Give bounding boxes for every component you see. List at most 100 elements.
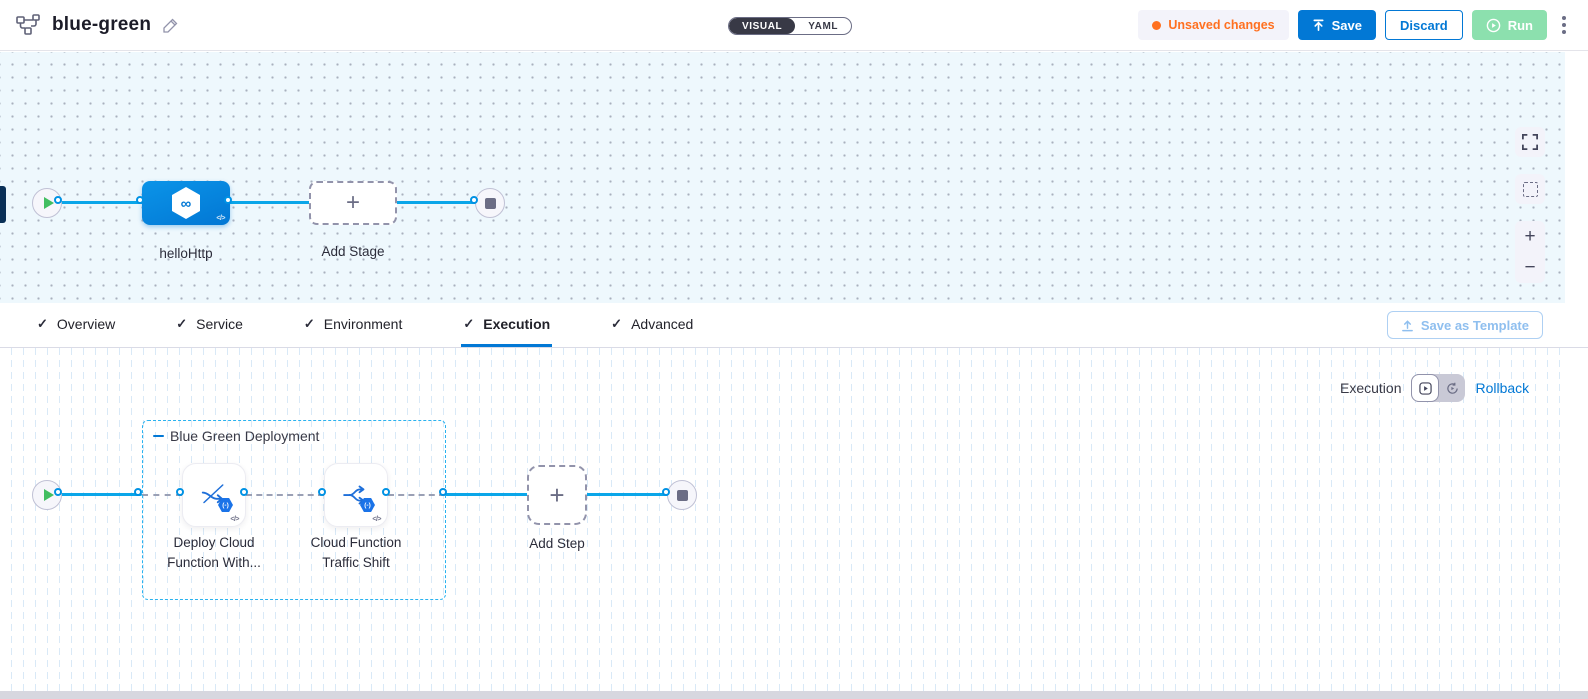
execution-mode-label: Execution bbox=[1340, 380, 1402, 396]
check-icon: ✓ bbox=[303, 315, 315, 331]
nav-collapse-strip[interactable] bbox=[0, 186, 6, 223]
save-as-template-label: Save as Template bbox=[1420, 317, 1529, 333]
save-button-label: Save bbox=[1331, 17, 1363, 33]
tab-label: Execution bbox=[483, 315, 551, 332]
step-deploy-cloud-function[interactable]: (-) </> bbox=[182, 463, 246, 527]
execution-rollback-switch[interactable] bbox=[1411, 374, 1466, 402]
run-button[interactable]: Run bbox=[1471, 10, 1547, 40]
zoom-in-button[interactable]: + bbox=[1524, 226, 1536, 247]
step-cloud-function-traffic-shift[interactable]: (-) </> bbox=[324, 463, 388, 527]
template-upload-icon bbox=[1401, 319, 1413, 331]
connector-port[interactable] bbox=[439, 488, 447, 496]
stage-connector-line bbox=[60, 201, 144, 204]
page-title: blue-green bbox=[52, 14, 152, 35]
svg-text:∞: ∞ bbox=[181, 196, 192, 213]
fullscreen-icon bbox=[1522, 134, 1538, 150]
tab-execution[interactable]: ✓ Execution bbox=[461, 303, 553, 347]
tab-overview[interactable]: ✓ Overview bbox=[35, 303, 117, 347]
start-play-icon bbox=[43, 197, 54, 209]
upload-arrow-icon bbox=[1313, 19, 1324, 31]
connector-port[interactable] bbox=[240, 488, 248, 496]
exec-connector-line bbox=[60, 493, 142, 496]
tab-environment[interactable]: ✓ Environment bbox=[302, 303, 405, 347]
save-button[interactable]: Save bbox=[1297, 10, 1377, 40]
zoom-out-button[interactable]: − bbox=[1524, 257, 1536, 278]
stop-square-icon bbox=[676, 489, 688, 501]
stage-config-tabbar: ✓ Overview ✓ Service ✓ Environment ✓ Exe… bbox=[0, 303, 1588, 348]
connector-port[interactable] bbox=[470, 196, 478, 204]
step-group-blue-green[interactable] bbox=[142, 420, 446, 600]
rollback-mode-icon[interactable] bbox=[1439, 382, 1465, 395]
connector-port[interactable] bbox=[54, 196, 62, 204]
tab-service[interactable]: ✓ Service bbox=[174, 303, 245, 347]
connector-port[interactable] bbox=[662, 488, 670, 496]
connector-port[interactable] bbox=[134, 488, 142, 496]
check-icon: ✓ bbox=[463, 315, 475, 331]
custom-stage-icon: ∞ bbox=[170, 186, 202, 220]
exec-dashed-line bbox=[246, 494, 324, 496]
unsaved-changes-label: Unsaved changes bbox=[1168, 18, 1275, 32]
edit-pipeline-name-icon[interactable] bbox=[163, 17, 179, 33]
zoom-controls[interactable]: + − bbox=[1515, 221, 1545, 283]
start-play-icon bbox=[43, 489, 54, 501]
save-as-template-button[interactable]: Save as Template bbox=[1386, 311, 1543, 339]
execution-end-node bbox=[667, 480, 697, 510]
check-icon: ✓ bbox=[611, 315, 623, 331]
tab-label: Advanced bbox=[631, 315, 694, 332]
step-group-header[interactable]: Blue Green Deployment bbox=[153, 428, 319, 444]
unsaved-changes-badge: Unsaved changes bbox=[1138, 10, 1289, 40]
add-step-button[interactable]: + bbox=[527, 465, 587, 525]
play-circle-icon bbox=[1486, 18, 1501, 32]
cloud-function-badge-icon: (-) bbox=[218, 498, 233, 512]
traffic-shift-icon bbox=[343, 485, 365, 505]
discard-button[interactable]: Discard bbox=[1385, 10, 1463, 40]
check-icon: ✓ bbox=[176, 315, 188, 331]
fullscreen-button[interactable] bbox=[1515, 127, 1545, 157]
add-stage-label: Add Stage bbox=[321, 244, 385, 259]
window-bottom-edge bbox=[0, 691, 1588, 699]
code-icon: </> bbox=[216, 215, 225, 222]
cloud-function-badge-icon: (-) bbox=[360, 498, 375, 512]
stop-square-icon bbox=[484, 197, 496, 209]
exec-dashed-line bbox=[388, 494, 445, 496]
stage-canvas[interactable]: ∞ </> + helloHttp Add Stage + − bbox=[0, 52, 1588, 303]
run-button-label: Run bbox=[1507, 17, 1533, 33]
exec-connector-line bbox=[445, 493, 529, 496]
connector-port[interactable] bbox=[176, 488, 184, 496]
marquee-select-icon bbox=[1522, 181, 1538, 197]
stage-node-hellohttp[interactable]: ∞ </> bbox=[142, 181, 230, 225]
pipeline-end-node bbox=[475, 188, 505, 218]
step-name-label: Cloud Function Traffic Shift bbox=[310, 535, 402, 570]
connector-port[interactable] bbox=[136, 196, 144, 204]
connector-port[interactable] bbox=[318, 488, 326, 496]
execution-start-node bbox=[32, 480, 62, 510]
exec-dashed-line bbox=[142, 494, 182, 496]
yaml-toggle-option[interactable]: YAML bbox=[808, 20, 839, 32]
stage-name-label: helloHttp bbox=[159, 246, 213, 261]
discard-button-label: Discard bbox=[1400, 17, 1448, 33]
execution-mode-icon[interactable] bbox=[1411, 374, 1440, 402]
tab-label: Overview bbox=[56, 315, 116, 332]
visual-yaml-toggle[interactable]: VISUAL YAML bbox=[728, 17, 853, 35]
step-group-label: Blue Green Deployment bbox=[170, 428, 320, 444]
connector-port[interactable] bbox=[224, 196, 232, 204]
execution-canvas[interactable]: Execution Rollback Blue Green Deployment bbox=[0, 348, 1588, 691]
add-step-label: Add Step bbox=[529, 536, 585, 551]
more-options-menu[interactable] bbox=[1556, 12, 1572, 38]
plus-icon: + bbox=[549, 479, 565, 510]
rollback-link[interactable]: Rollback bbox=[1475, 380, 1530, 396]
visual-toggle-option[interactable]: VISUAL bbox=[729, 18, 796, 34]
pipeline-header: blue-green VISUAL YAML Unsaved changes S… bbox=[0, 0, 1588, 51]
collapse-group-icon[interactable] bbox=[153, 434, 164, 438]
pipeline-icon bbox=[16, 14, 40, 36]
marquee-select-button[interactable] bbox=[1515, 174, 1545, 204]
tab-advanced[interactable]: ✓ Advanced bbox=[609, 303, 695, 347]
unsaved-dot-icon bbox=[1152, 20, 1162, 30]
connector-port[interactable] bbox=[54, 488, 62, 496]
add-stage-button[interactable]: + bbox=[309, 181, 397, 225]
plus-icon: + bbox=[345, 189, 360, 216]
tab-label: Service bbox=[196, 315, 243, 332]
connector-port[interactable] bbox=[382, 488, 390, 496]
scroll-gutter bbox=[1565, 52, 1588, 303]
code-icon: </> bbox=[372, 516, 381, 523]
